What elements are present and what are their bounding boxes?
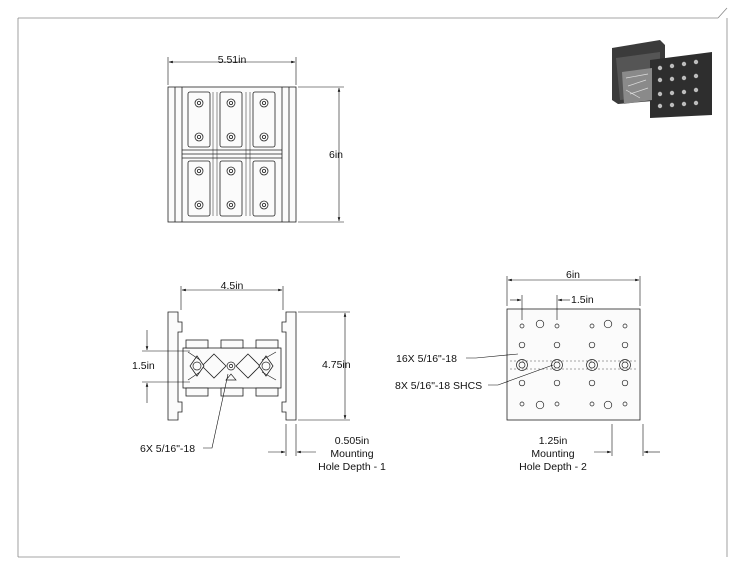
front-view-spacing-label: 1.5in xyxy=(132,360,155,372)
front-view xyxy=(167,311,297,421)
front-view-depth-caption: Mounting xyxy=(330,448,374,460)
iso-thumbnail xyxy=(612,40,712,118)
front-view-tap-callout: 6X 5/16"-18 xyxy=(140,443,196,455)
side-view-depth-caption-2: Hole Depth - 2 xyxy=(519,461,587,473)
side-view-shcs-callout: 8X 5/16"-18 SHCS xyxy=(395,380,483,392)
side-view xyxy=(506,308,641,421)
top-view-width-label: 5.51in xyxy=(217,54,247,66)
side-view-width-label: 6in xyxy=(565,269,581,281)
side-view-tap-callout: 16X 5/16"-18 xyxy=(396,353,457,365)
side-view-dimensions xyxy=(466,276,660,456)
side-view-spacing-label: 1.5in xyxy=(571,294,594,306)
front-view-depth-caption-2: Hole Depth - 1 xyxy=(318,461,386,473)
top-view xyxy=(167,86,297,223)
top-view-height-label: 6in xyxy=(329,149,344,161)
front-view-depth-value: 0.505in xyxy=(334,435,370,447)
side-view-depth-value: 1.25in xyxy=(538,435,568,447)
side-view-depth-caption: Mounting xyxy=(531,448,575,460)
front-view-width-label: 4.5in xyxy=(220,280,244,292)
front-view-height-label: 4.75in xyxy=(322,359,351,371)
top-view-dimensions xyxy=(167,57,344,223)
front-view-dimensions xyxy=(142,286,350,456)
side-view-holes xyxy=(510,319,637,410)
sheet-border xyxy=(17,7,728,558)
